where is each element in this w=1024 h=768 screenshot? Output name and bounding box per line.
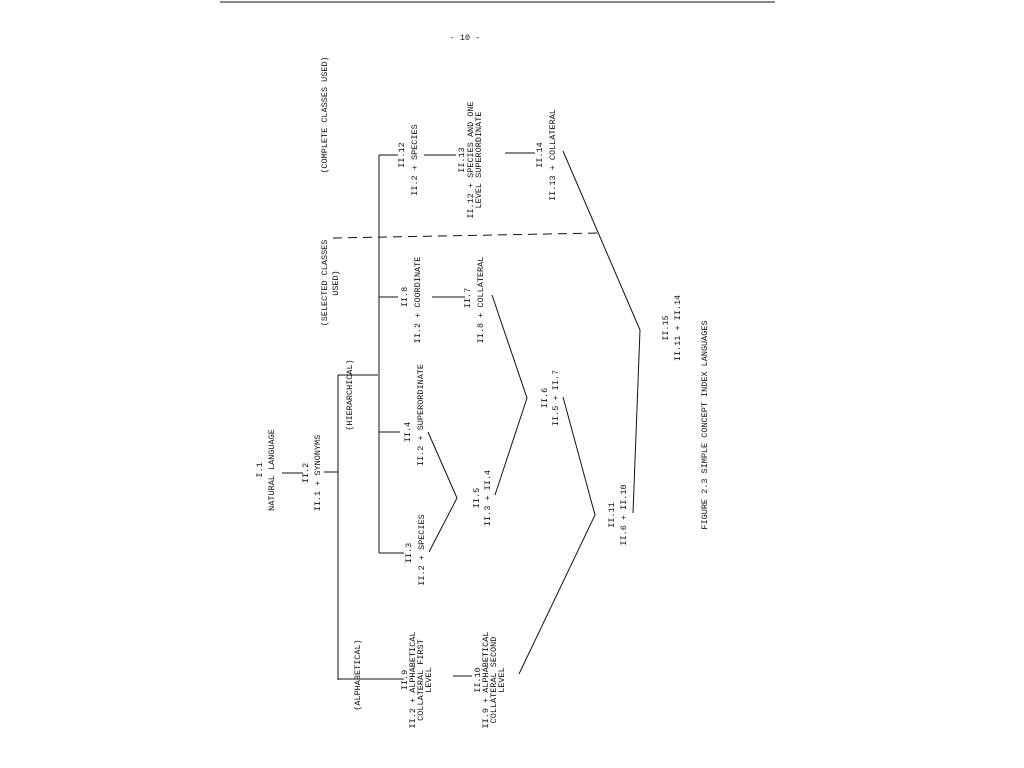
node-id: II.8 bbox=[400, 287, 410, 307]
section-labels: (HIERARCHICAL) (ALPHABETICAL) (SELECTED … bbox=[320, 56, 363, 710]
node-desc: II.2 + COORDINATE bbox=[413, 257, 423, 344]
node-id: II.6 bbox=[540, 388, 550, 408]
node-id: II.4 bbox=[403, 422, 413, 442]
node-desc: II.12 + SPECIES AND ONE bbox=[466, 101, 476, 218]
node-desc: II.5 + II.7 bbox=[551, 370, 561, 426]
node-desc: COLLATERAL FIRST bbox=[416, 639, 426, 721]
label-hierarchical: (HIERARCHICAL) bbox=[345, 359, 355, 430]
node-id: II.2 bbox=[301, 463, 311, 483]
connector-lines bbox=[282, 150, 641, 680]
node-desc: II.8 + COLLATERAL bbox=[476, 257, 486, 344]
label-selected-classes: (SELECTED CLASSES bbox=[320, 240, 330, 327]
node-desc: NATURAL LANGUAGE bbox=[267, 429, 277, 511]
node-id: II.14 bbox=[535, 142, 545, 168]
node-desc: II.9 + ALPHABETICAL bbox=[481, 632, 491, 729]
node-id: II.13 bbox=[457, 147, 467, 173]
node-desc: II.2 + SPECIES bbox=[417, 514, 427, 585]
node-id: II.5 bbox=[472, 488, 482, 508]
node-desc: II.6 + II.10 bbox=[619, 484, 629, 545]
node-desc: LEVEL bbox=[424, 667, 434, 693]
node-id: I.1 bbox=[255, 462, 265, 477]
node-id: II.3 bbox=[404, 543, 414, 563]
label-alphabetical: (ALPHABETICAL) bbox=[353, 639, 363, 710]
node-id: II.15 bbox=[661, 315, 671, 341]
page-number: - 10 - bbox=[450, 33, 481, 43]
label-selected-classes-2: USED) bbox=[331, 270, 341, 296]
node-id: II.10 bbox=[473, 667, 483, 693]
label-complete-classes: (COMPLETE CLASSES USED) bbox=[320, 56, 330, 173]
figure-caption: FIGURE 2.3 SIMPLE CONCEPT INDEX LANGUAGE… bbox=[700, 320, 710, 529]
node-desc: II.2 + SUPERORDINATE bbox=[416, 364, 426, 466]
node-desc: II.1 + SYNONYMS bbox=[313, 435, 323, 512]
node-desc: II.2 + SPECIES bbox=[410, 124, 420, 195]
node-desc: COLLATERAL SECOND bbox=[489, 637, 499, 724]
node-desc: LEVEL SUPERORDINATE bbox=[474, 112, 484, 209]
classes-divider bbox=[332, 232, 601, 239]
node-id: II.7 bbox=[463, 288, 473, 308]
node-id: II.11 bbox=[607, 502, 617, 528]
node-desc: II.13 + COLLATERAL bbox=[548, 109, 558, 201]
node-id: II.9 bbox=[400, 670, 410, 690]
node-desc: II.11 + II.14 bbox=[673, 295, 683, 361]
node-desc: LEVEL bbox=[497, 667, 507, 693]
node-id: II.12 bbox=[397, 142, 407, 168]
node-desc: II.2 + ALPHABETICAL bbox=[408, 632, 418, 729]
node-desc: II.3 + II.4 bbox=[483, 470, 493, 526]
nodes: I.1 NATURAL LANGUAGE II.2 II.1 + SYNONYM… bbox=[255, 101, 683, 728]
